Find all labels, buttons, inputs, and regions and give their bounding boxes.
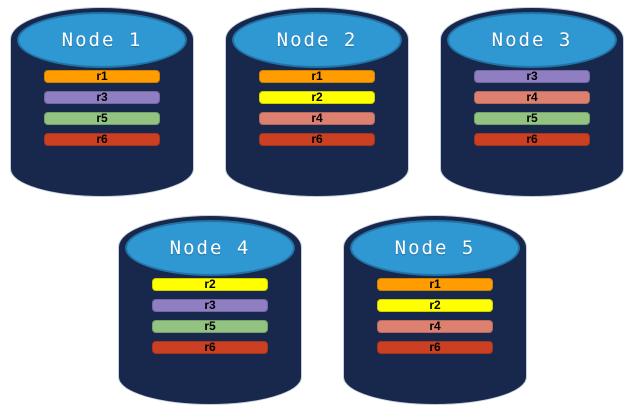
replica-bar: r3 [474,70,590,83]
replica-bar: r4 [259,112,375,125]
replica-bar: r1 [44,70,160,83]
cylinder-top-ellipse: Node 5 [350,220,520,276]
replica-bar: r3 [152,299,268,312]
replica-bar: r6 [474,133,590,146]
replica-bar: r1 [259,70,375,83]
replica-bar: r5 [44,112,160,125]
cylinder-top-ellipse: Node 2 [232,12,402,68]
replica-bar: r6 [152,341,268,354]
replica-bar: r2 [377,299,493,312]
cylinder-top-ellipse: Node 3 [447,12,617,68]
node-3-cylinder: Node 3 r3 r4 r5 r6 [441,8,623,196]
cylinder-top-ellipse: Node 1 [17,12,187,68]
replica-bar: r4 [377,320,493,333]
replica-bar: r6 [44,133,160,146]
node-label: Node 5 [394,237,476,259]
node-1-cylinder: Node 1 r1 r3 r5 r6 [11,8,193,196]
replica-list: r1 r2 r4 r6 [344,278,526,354]
replica-bar: r6 [259,133,375,146]
replica-bar: r5 [152,320,268,333]
replica-list: r3 r4 r5 r6 [441,70,623,146]
node-label: Node 3 [491,29,573,51]
replica-list: r1 r2 r4 r6 [226,70,408,146]
replica-bar: r6 [377,341,493,354]
replica-bar: r5 [474,112,590,125]
replica-bar: r2 [259,91,375,104]
node-2-cylinder: Node 2 r1 r2 r4 r6 [226,8,408,196]
cylinder-top-ellipse: Node 4 [125,220,295,276]
replica-bar: r2 [152,278,268,291]
node-label: Node 4 [169,237,251,259]
node-5-cylinder: Node 5 r1 r2 r4 r6 [344,216,526,404]
node-label: Node 1 [61,29,143,51]
replica-list: r2 r3 r5 r6 [119,278,301,354]
node-4-cylinder: Node 4 r2 r3 r5 r6 [119,216,301,404]
replica-bar: r3 [44,91,160,104]
node-label: Node 2 [276,29,358,51]
replica-list: r1 r3 r5 r6 [11,70,193,146]
replica-bar: r1 [377,278,493,291]
replica-bar: r4 [474,91,590,104]
